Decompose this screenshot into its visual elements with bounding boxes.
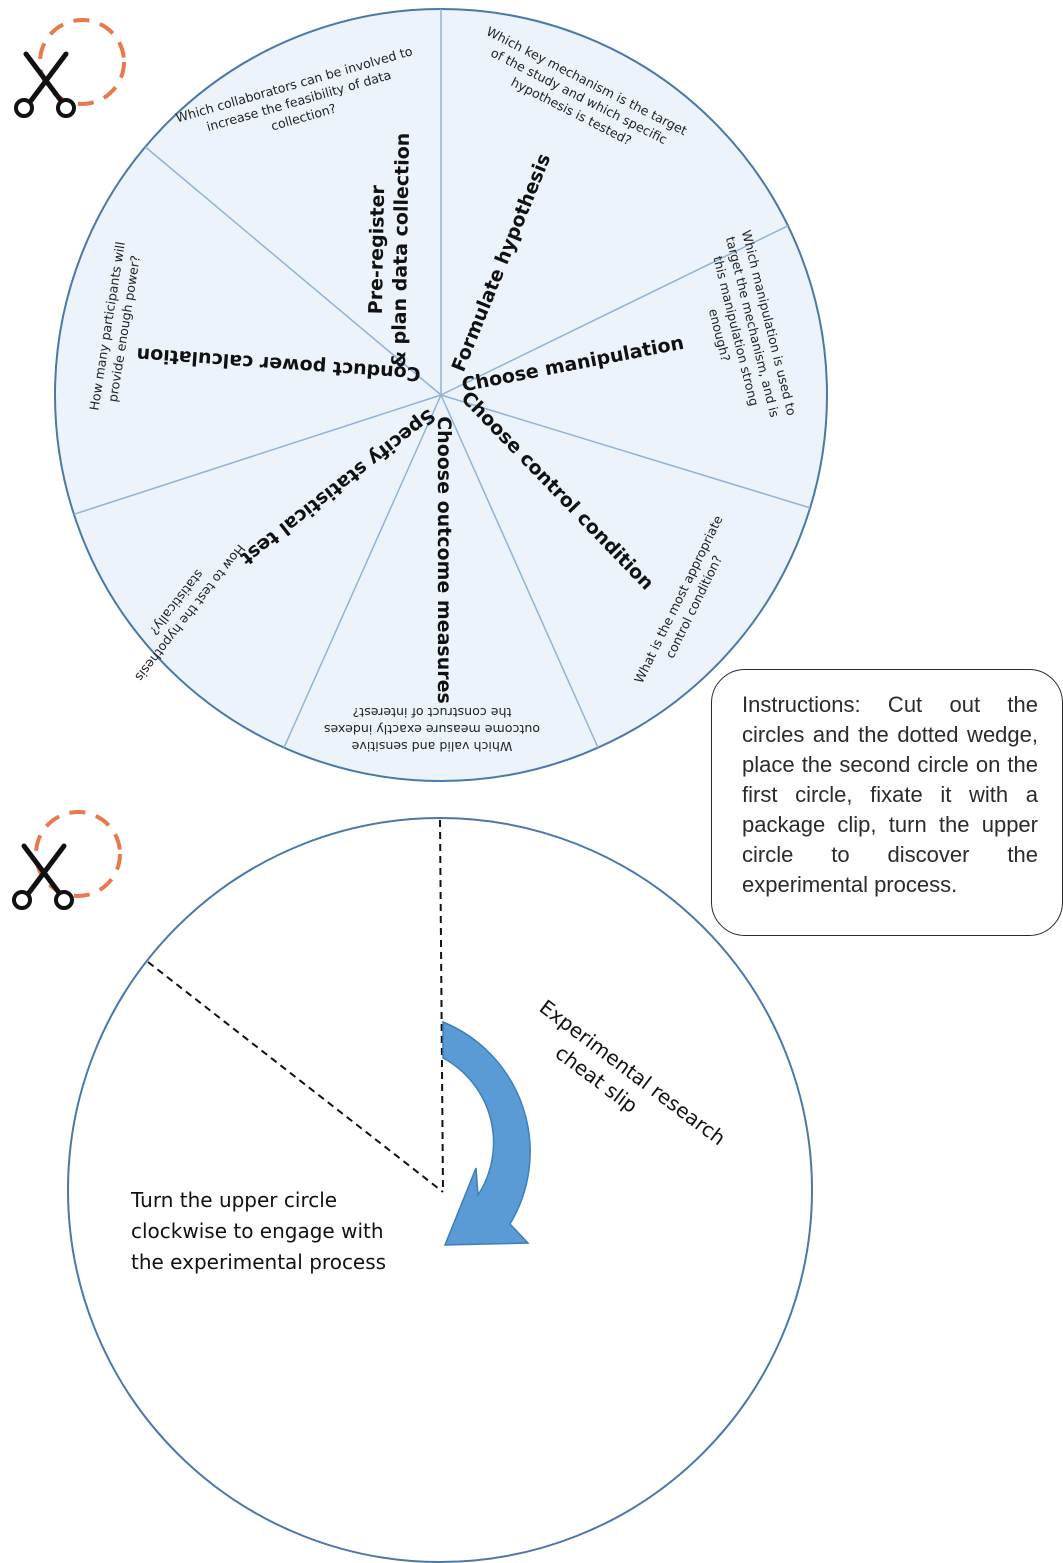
- segment-question-line: Which valid and sensitive: [351, 739, 512, 754]
- turn-instruction-note: Turn the upper circle clockwise to engag…: [131, 1188, 387, 1274]
- lower-circle-disc: [67, 817, 813, 1563]
- segment-divider: [440, 394, 811, 509]
- segment-divider: [73, 394, 442, 515]
- wedge-cut-line-vertical: [439, 819, 444, 1193]
- segment-dividers: [73, 9, 811, 748]
- segment-question-line: outcome measure exactly indexes: [324, 722, 540, 737]
- segment-divider: [283, 394, 442, 748]
- segment-title-line: & plan data collection: [388, 132, 414, 367]
- segment-title-line: Choose outcome measures: [433, 416, 455, 704]
- segment-divider: [440, 394, 599, 748]
- segment-question: Which valid and sensitive outcome measure…: [324, 705, 540, 754]
- segment-title: Pre-register& plan data collection: [364, 132, 414, 368]
- curved-arrow-icon: [442, 1020, 531, 1246]
- scissors-icon: [14, 18, 126, 118]
- segment-title: Choose outcome measures: [433, 416, 455, 704]
- segment-divider: [440, 225, 789, 396]
- instructions-text: Instructions: Cut out the circles and th…: [742, 692, 1038, 897]
- lower-circle: Experimental research cheat slip: [67, 817, 813, 1563]
- scissors-icon: [12, 810, 122, 910]
- segment-title-line: Pre-register: [365, 184, 389, 314]
- segment-question-line: the construct of interest?: [353, 705, 512, 720]
- instructions-box: Instructions: Cut out the circles and th…: [711, 669, 1063, 936]
- wedge-cut-line-diagonal: [147, 961, 444, 1193]
- segment-divider: [144, 146, 442, 396]
